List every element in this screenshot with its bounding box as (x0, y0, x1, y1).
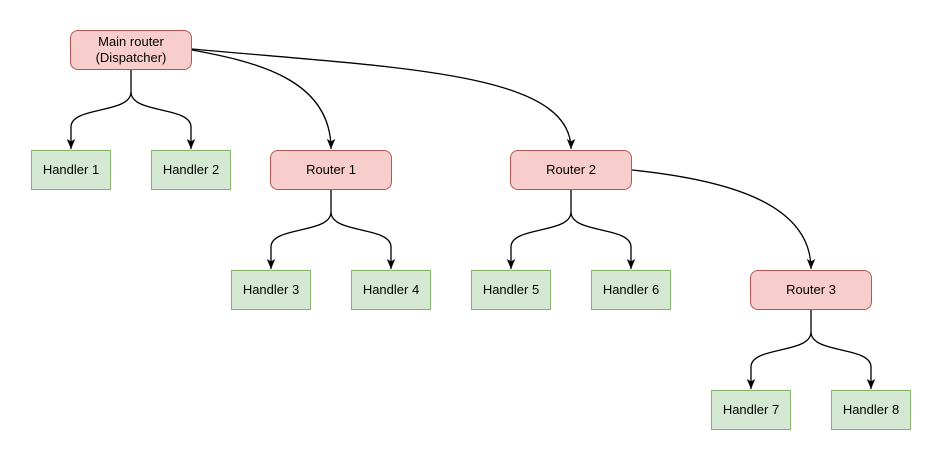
node-handler-5: Handler 5 (471, 270, 551, 310)
node-handler-7-label: Handler 7 (722, 402, 780, 417)
edge-router2-router3 (631, 169, 816, 270)
node-router-2-label: Router 2 (546, 162, 596, 177)
node-handler-8-label: Handler 8 (842, 402, 900, 417)
node-handler-7: Handler 7 (711, 390, 791, 430)
node-router-3: Router 3 (750, 270, 872, 310)
edge-main-handler2 (130, 91, 196, 149)
node-router-2: Router 2 (510, 150, 632, 190)
node-handler-5-label: Handler 5 (482, 282, 540, 297)
node-handler-6: Handler 6 (591, 270, 671, 310)
edge-main-router2 (191, 48, 576, 150)
node-handler-4: Handler 4 (351, 270, 431, 310)
node-handler-6-label: Handler 6 (602, 282, 660, 297)
edge-router3-handler7 (746, 331, 812, 389)
node-router-1: Router 1 (270, 150, 392, 190)
node-router-3-label: Router 3 (786, 282, 836, 297)
node-handler-3: Handler 3 (231, 270, 311, 310)
node-router-1-label: Router 1 (306, 162, 356, 177)
node-handler-1: Handler 1 (31, 150, 111, 190)
edge-router2-handler5 (506, 211, 572, 269)
edge-main-handler1 (66, 91, 132, 149)
node-handler-2-label: Handler 2 (162, 162, 220, 177)
edge-router3-handler8 (810, 331, 876, 389)
node-handler-8: Handler 8 (831, 390, 911, 430)
edge-main-router1 (191, 49, 336, 150)
node-main-router-label: Main router (Dispatcher) (95, 34, 167, 65)
edge-router2-handler6 (570, 211, 636, 269)
node-handler-1-label: Handler 1 (42, 162, 100, 177)
node-main-router: Main router (Dispatcher) (70, 30, 192, 70)
node-handler-2: Handler 2 (151, 150, 231, 190)
node-handler-3-label: Handler 3 (242, 282, 300, 297)
node-handler-4-label: Handler 4 (362, 282, 420, 297)
edge-router1-handler4 (330, 211, 396, 269)
edge-router1-handler3 (266, 211, 332, 269)
